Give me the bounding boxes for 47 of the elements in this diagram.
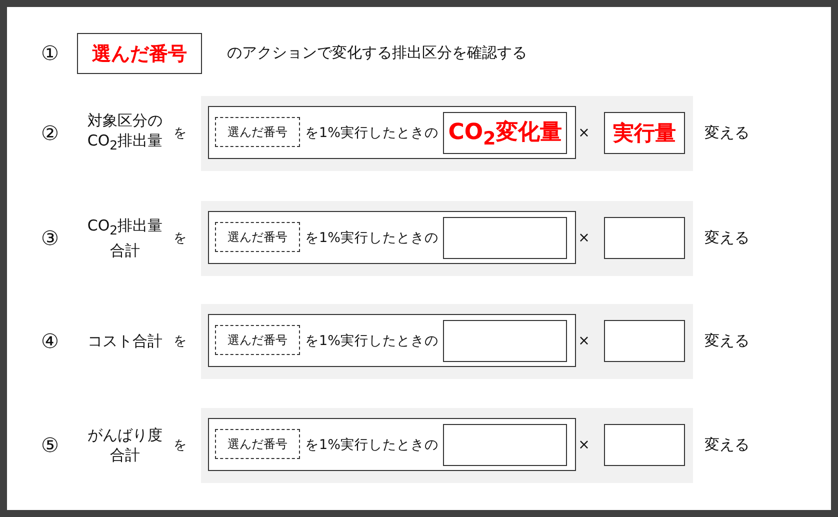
formula-text: を1%実行したときの [305,436,438,454]
row-label: CO$_{2}$排出量合計 [86,216,164,260]
row-panel [201,96,693,171]
amount-box: 実行量 [604,112,685,154]
formula-box [208,314,576,367]
particle-text: を [174,125,186,142]
amount-box [604,320,685,362]
row-panel [201,304,693,379]
multiply-sign: × [578,230,590,246]
multiply-sign: × [578,333,590,349]
step-number: ③ [41,226,59,250]
multiply-sign: × [578,437,590,453]
formula-text: を1%実行したときの [305,332,438,350]
placeholder-box: 選んだ番号 [215,325,300,355]
row-label: がんばり度合計 [86,425,164,465]
amount-box [604,424,685,466]
value-box [443,320,567,362]
amount-box [604,217,685,259]
particle-text: を [174,333,186,350]
formula-text: を1%実行したときの [305,228,438,246]
action-text: 変える [704,124,750,142]
placeholder-box: 選んだ番号 [215,222,300,252]
action-text: 変える [704,228,750,248]
instruction-text: のアクションで変化する排出区分を確認する [227,44,527,62]
step-number: ④ [41,329,59,353]
step-number: ① [41,41,59,65]
particle-text: を [174,230,186,247]
particle-text: を [174,437,186,454]
row-panel [201,408,693,483]
step-number: ⑤ [41,433,59,457]
row-panel [201,201,693,276]
formula-text: を1%実行したときの [305,124,438,142]
selection-box: 選んだ番号 [77,33,202,74]
action-text: 変える [704,332,750,350]
row-label: コスト合計 [86,331,164,351]
formula-box [208,211,576,264]
placeholder-box: 選んだ番号 [215,429,300,459]
value-box: CO$_{2}$変化量 [443,112,567,154]
action-text: 変える [704,436,750,454]
step-number: ② [41,121,59,145]
formula-box [208,418,576,471]
multiply-sign: × [578,125,590,141]
value-box [443,424,567,466]
row-label: 対象区分のCO$_{2}$排出量 [86,110,164,154]
value-box [443,217,567,259]
formula-box [208,106,576,159]
placeholder-box: 選んだ番号 [215,117,300,147]
